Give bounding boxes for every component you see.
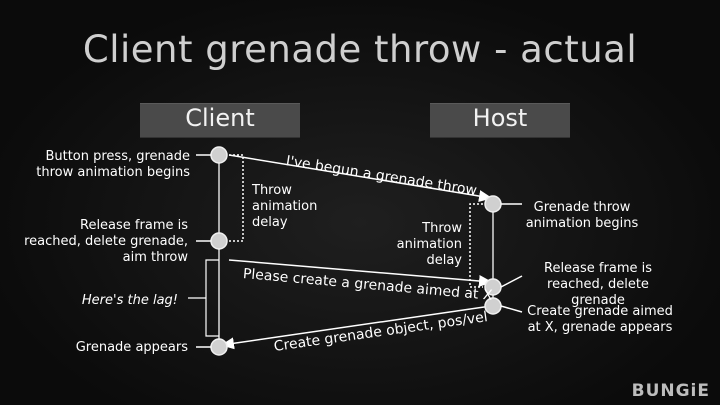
host-node-throw-begins [484,195,502,213]
bungie-logo: BUNGiE [631,381,710,401]
message-arrow-begun [228,154,493,202]
client-delay-bracket [229,154,244,242]
note-grenade-appears: Grenade appears [75,340,188,355]
connector-release [500,275,523,288]
client-lane-label: Client [185,104,255,132]
client-node-release [210,232,228,250]
client-delay-label: Throw animation delay [252,183,318,230]
host-lane-header [430,103,570,138]
client-node-button-press [210,146,228,164]
lag-brace [205,259,219,337]
slide-title: Client grenade throw - actual [82,28,638,71]
note-throw-begins: Grenade throw animation begins [525,200,639,231]
host-lane-label: Host [472,104,528,132]
client-lane-header [140,103,300,138]
message-arrow-create-aimed [228,259,493,287]
note-lag: Here's the lag! [81,293,178,308]
client-node-grenade-appears [210,338,228,356]
host-delay-label: Throw animation delay [396,221,462,268]
connector-create-aimed [500,305,523,313]
message-arrow-create-object [220,305,492,350]
note-button-press: Button press, grenade throw animation be… [36,149,190,180]
host-delay-bracket [469,203,483,288]
note-create-aimed: Create grenade aimed at X, grenade appea… [527,304,673,335]
note-release-frame-host: Release frame is reached, delete grenade [544,261,652,308]
note-release-frame-client: Release frame is reached, delete grenade… [24,218,188,265]
